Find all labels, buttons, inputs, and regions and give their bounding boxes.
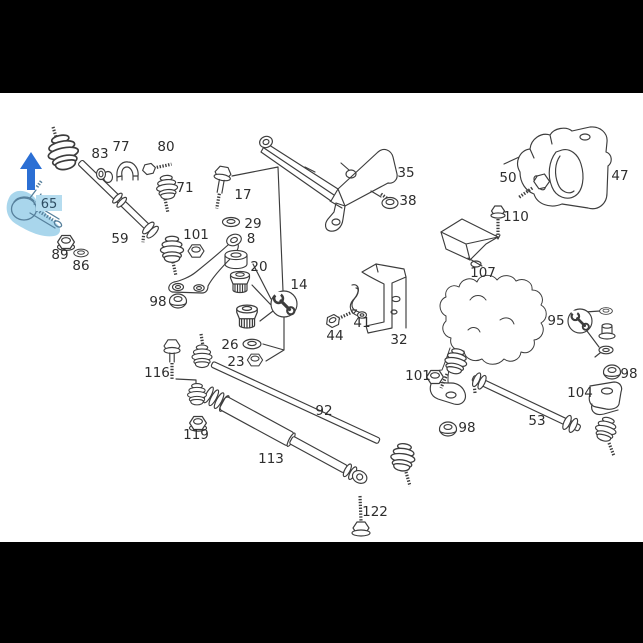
part-44-screw — [326, 309, 358, 329]
part-110-screw — [490, 205, 506, 240]
part-17-bolt — [213, 165, 232, 209]
callout-labels: 65 83 77 80 71 59 89 86 101 98 17 29 8 2… — [36, 139, 638, 520]
callout-label-29: 29 — [244, 216, 261, 232]
part-35-bracket — [259, 135, 398, 232]
part-53-tie-rod — [439, 346, 620, 457]
part-104-bracket — [588, 381, 623, 416]
callout-label-98-a: 98 — [149, 294, 166, 310]
callout-label-71: 71 — [176, 180, 193, 196]
callout-label-89: 89 — [51, 247, 68, 263]
callout-label-59: 59 — [111, 231, 128, 247]
part-29-washer — [221, 216, 241, 228]
callout-label-38: 38 — [399, 193, 416, 209]
part-92-track-rod — [191, 333, 418, 487]
callout-label-98-c: 98 — [620, 366, 637, 382]
callout-label-53: 53 — [528, 413, 545, 429]
callout-label-32: 32 — [390, 332, 407, 348]
callout-label-83: 83 — [91, 146, 108, 162]
callout-label-92: 92 — [315, 403, 332, 419]
up-arrow-icon — [20, 152, 42, 190]
callout-label-95: 95 — [547, 313, 564, 329]
part-65-tie-rod-end-highlighted — [6, 179, 63, 237]
callout-label-35: 35 — [397, 165, 414, 181]
part-38-bolt — [380, 192, 399, 210]
callout-label-113: 113 — [258, 451, 284, 467]
part-89-nut — [56, 234, 76, 251]
callout-label-26: 26 — [221, 337, 238, 353]
callout-label-98-b: 98 — [458, 420, 475, 436]
part-26-washer — [242, 338, 262, 350]
part-8-idler-arm — [168, 233, 242, 294]
part-86-bushing — [73, 248, 89, 258]
part-23-nut — [246, 353, 264, 367]
callout-label-44: 44 — [326, 328, 343, 344]
callout-label-116: 116 — [144, 365, 170, 381]
part-101-nut-a — [187, 244, 205, 258]
part-50-bolt — [517, 173, 551, 200]
callout-label-14: 14 — [290, 277, 307, 293]
callout-label-50: 50 — [499, 170, 516, 186]
callout-label-20: 20 — [250, 259, 267, 275]
part-113-steering-damper — [187, 383, 368, 484]
part-116-bolt — [163, 339, 181, 379]
part-98-nut-b — [438, 421, 458, 437]
part-98-nut-c — [602, 364, 622, 380]
part-119-nut — [188, 415, 208, 432]
part-pitman-arm — [429, 379, 467, 405]
callout-label-86: 86 — [72, 258, 89, 274]
part-95-repair-kit-symbol — [567, 308, 593, 334]
callout-label-122: 122 — [362, 504, 388, 520]
callout-label-17: 17 — [234, 187, 251, 203]
part-95-kit-items — [594, 307, 616, 358]
callout-label-107: 107 — [470, 265, 496, 281]
callout-label-23: 23 — [227, 354, 244, 370]
letterbox-bottom — [0, 542, 643, 643]
part-14-repair-kit-symbol — [269, 289, 298, 318]
callout-label-41: 41 — [353, 315, 370, 331]
part-59-drag-link — [43, 126, 185, 277]
callout-label-65: 65 — [41, 197, 58, 212]
part-71-tie-rod-end — [154, 173, 180, 214]
part-107-cover — [440, 218, 499, 268]
part-77-clamp — [116, 161, 139, 182]
callout-label-8: 8 — [247, 231, 256, 247]
part-32-bracket — [361, 263, 407, 334]
part-83-clamp — [95, 167, 114, 184]
callout-label-80: 80 — [157, 139, 174, 155]
callout-label-101-a: 101 — [183, 227, 209, 243]
callout-label-47: 47 — [611, 168, 628, 184]
callout-65-highlight-box — [36, 195, 62, 211]
part-98-nut-a — [168, 293, 188, 309]
callout-label-77: 77 — [112, 139, 129, 155]
callout-label-110: 110 — [503, 209, 529, 225]
callout-label-119: 119 — [183, 427, 209, 443]
letterbox-top — [0, 0, 643, 93]
part-20-bushing — [224, 249, 248, 270]
part-80-bolt — [142, 162, 172, 176]
part-122-bolt — [351, 495, 371, 537]
callout-label-101-b: 101 — [405, 368, 431, 384]
callout-label-104: 104 — [567, 385, 593, 401]
